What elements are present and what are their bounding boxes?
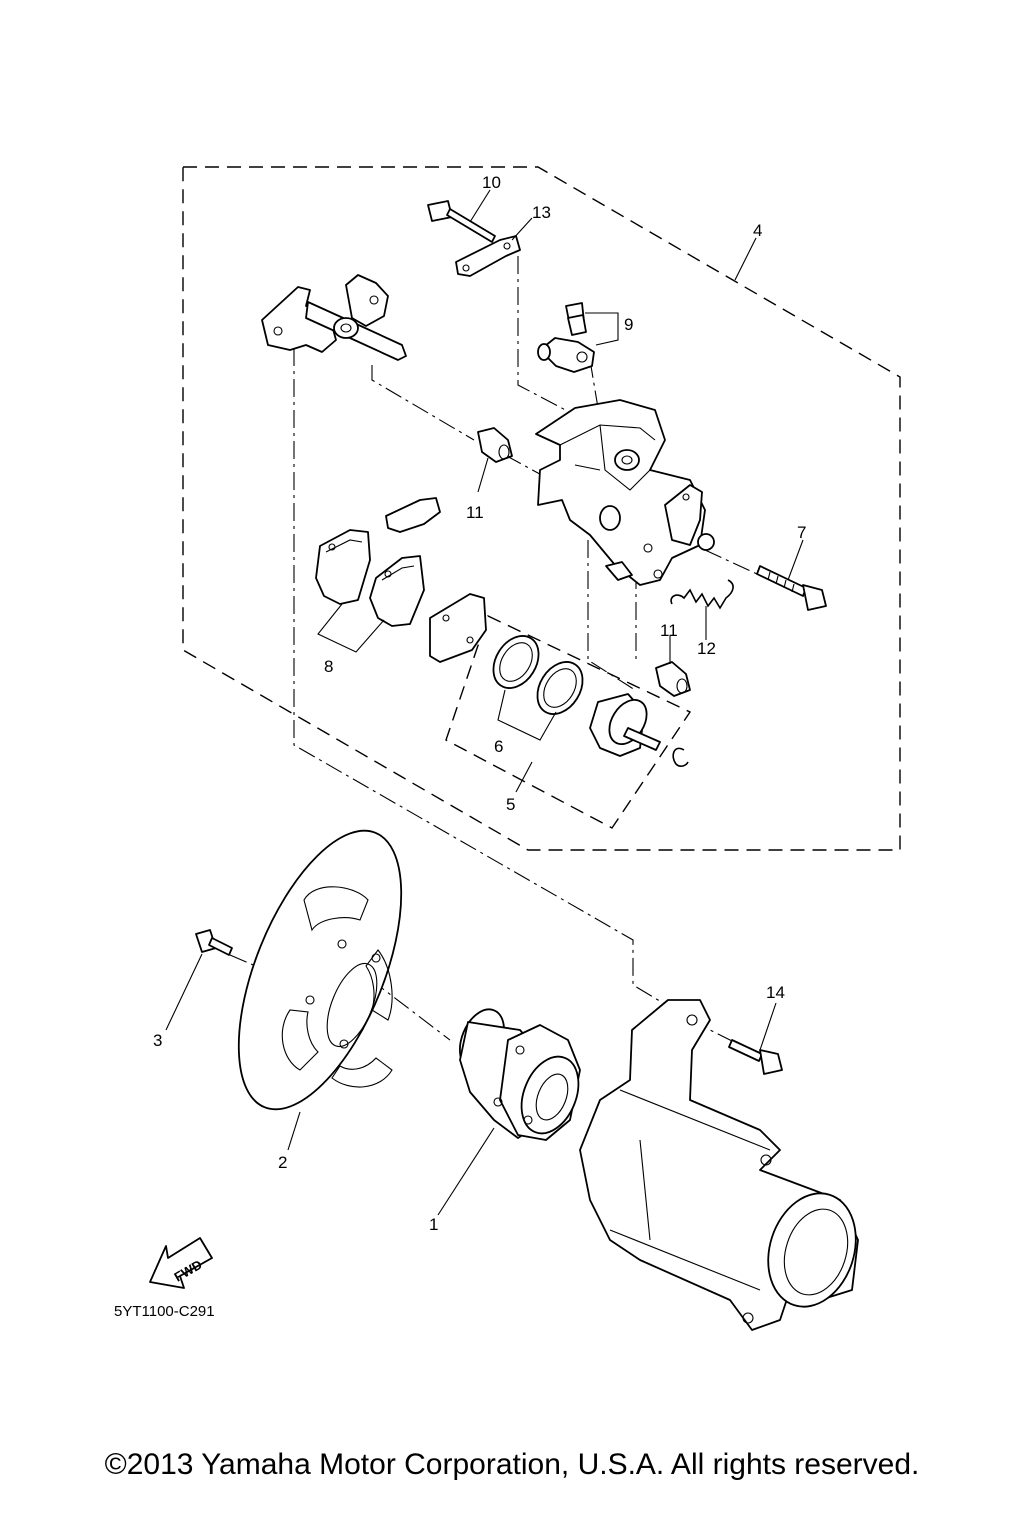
callout-10: 10 [482,173,501,192]
brake-disc-part-2 [237,829,403,1111]
callout-2: 2 [278,1153,287,1172]
callout-4: 4 [753,221,762,240]
pin-boot-part-11-lower [655,661,691,697]
callout-bracket-6 [497,689,557,741]
pad-shim [429,593,487,663]
axle-housing [579,999,859,1331]
piston-seal-part-6-a [492,635,540,689]
pin-bolt-part-10 [427,200,496,243]
callout-13: 13 [532,203,551,222]
bolt-part-7 [756,565,827,611]
callout-7: 7 [797,523,806,542]
piston-seal-part-6-b [536,661,584,715]
pad-support-clip [385,497,441,533]
callout-1: 1 [429,1215,438,1234]
leader-lines [165,189,804,1216]
callout-8: 8 [324,657,333,676]
lock-plate-part-13 [455,235,521,277]
callout-9: 9 [624,315,633,334]
hub-part-1 [459,1008,581,1141]
brake-pad-part-8-outer [315,529,371,605]
callout-11-lower: 11 [660,621,678,640]
piston [589,693,661,757]
disc-bolt-part-3 [195,929,233,956]
callout-14: 14 [766,983,785,1002]
bleed-screw-part-9 [537,302,595,373]
caliper-body [535,399,715,586]
callout-3: 3 [153,1031,162,1050]
callout-bracket-9 [585,312,619,346]
fwd-arrow-icon: FWD [149,1237,213,1289]
callout-12: 12 [697,639,716,658]
circlip [672,747,689,767]
callout-bracket-8 [317,603,385,653]
callout-5: 5 [506,795,515,814]
pin-boot-part-11-upper [477,427,513,463]
piston-kit-boundary [445,615,692,829]
caliper-bracket [261,274,407,361]
bolt-part-14 [728,1039,783,1075]
brake-pad-part-8-inner [369,555,425,627]
figure-code: 5YT1100-C291 [114,1303,215,1320]
copyright-notice: ©2013 Yamaha Motor Corporation, U.S.A. A… [104,1448,920,1481]
spring-part-12 [670,579,734,610]
caliper-assembly-boundary [182,166,901,851]
callout-11-upper: 11 [466,503,484,522]
callout-6: 6 [494,737,503,756]
